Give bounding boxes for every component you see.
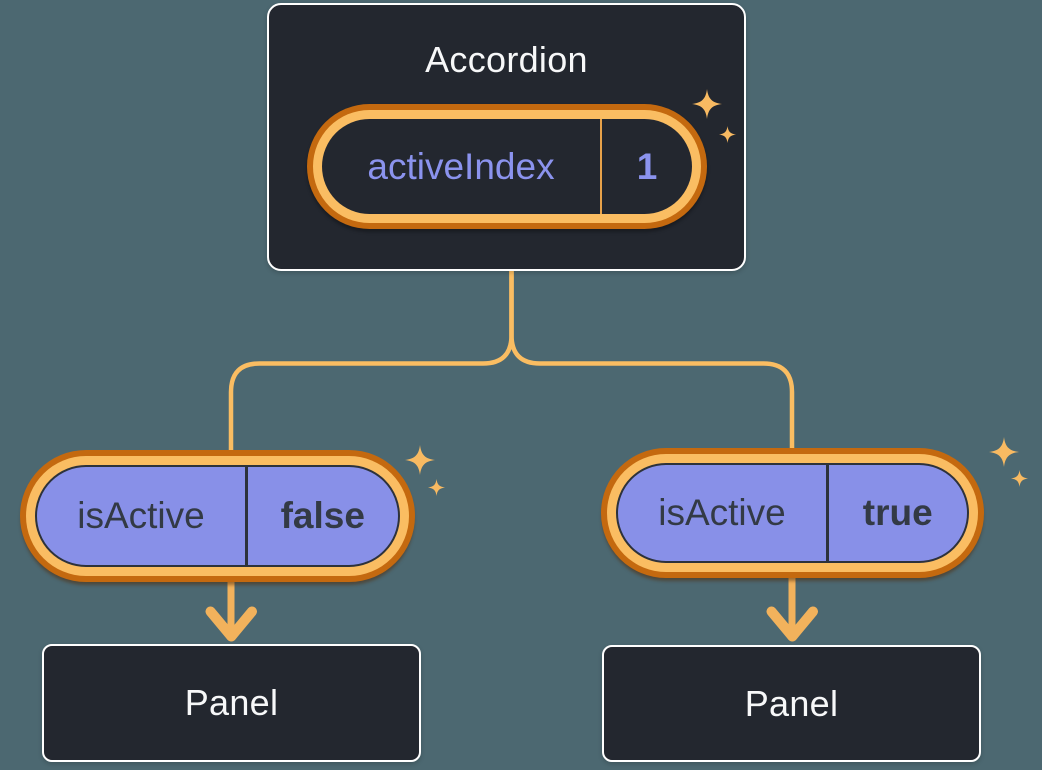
sparkle-icon — [1011, 470, 1028, 487]
panel-box-right: Panel — [602, 645, 981, 762]
panel-label: Panel — [744, 682, 839, 724]
root-component-title: Accordion — [425, 39, 588, 80]
sparkle-icon — [692, 89, 722, 119]
state-name-cell: activeIndex — [322, 119, 600, 214]
root-component-box: Accordion activeIndex 1 — [267, 3, 746, 271]
connector-right-branch — [509, 271, 795, 450]
prop-value: true — [862, 492, 933, 533]
panel-box-left: Panel — [42, 644, 421, 762]
prop-name-cell: isActive — [37, 467, 245, 565]
sparkle-icon — [428, 479, 445, 496]
sparkle-icon — [719, 126, 736, 143]
prop-name: isActive — [658, 492, 786, 533]
sparkle-icon — [989, 437, 1019, 467]
prop-value-cell: false — [248, 467, 399, 565]
arrow-down-icon — [766, 578, 818, 642]
prop-value: false — [280, 495, 365, 536]
pill-divider — [826, 465, 829, 561]
prop-pill-left: isActive false — [20, 450, 415, 582]
connector-left-branch — [228, 271, 514, 453]
sparkle-icon — [405, 445, 435, 475]
prop-name-cell: isActive — [618, 465, 826, 561]
arrow-down-icon — [205, 582, 257, 642]
state-pill: activeIndex 1 — [307, 104, 707, 229]
prop-pill-right: isActive true — [601, 448, 984, 578]
state-name: activeIndex — [367, 145, 555, 187]
pill-divider — [600, 119, 602, 214]
prop-name: isActive — [77, 495, 205, 536]
state-value-cell: 1 — [602, 119, 692, 214]
state-value: 1 — [636, 145, 658, 187]
panel-label: Panel — [184, 682, 279, 723]
pill-divider — [245, 467, 248, 565]
prop-value-cell: true — [829, 465, 968, 561]
